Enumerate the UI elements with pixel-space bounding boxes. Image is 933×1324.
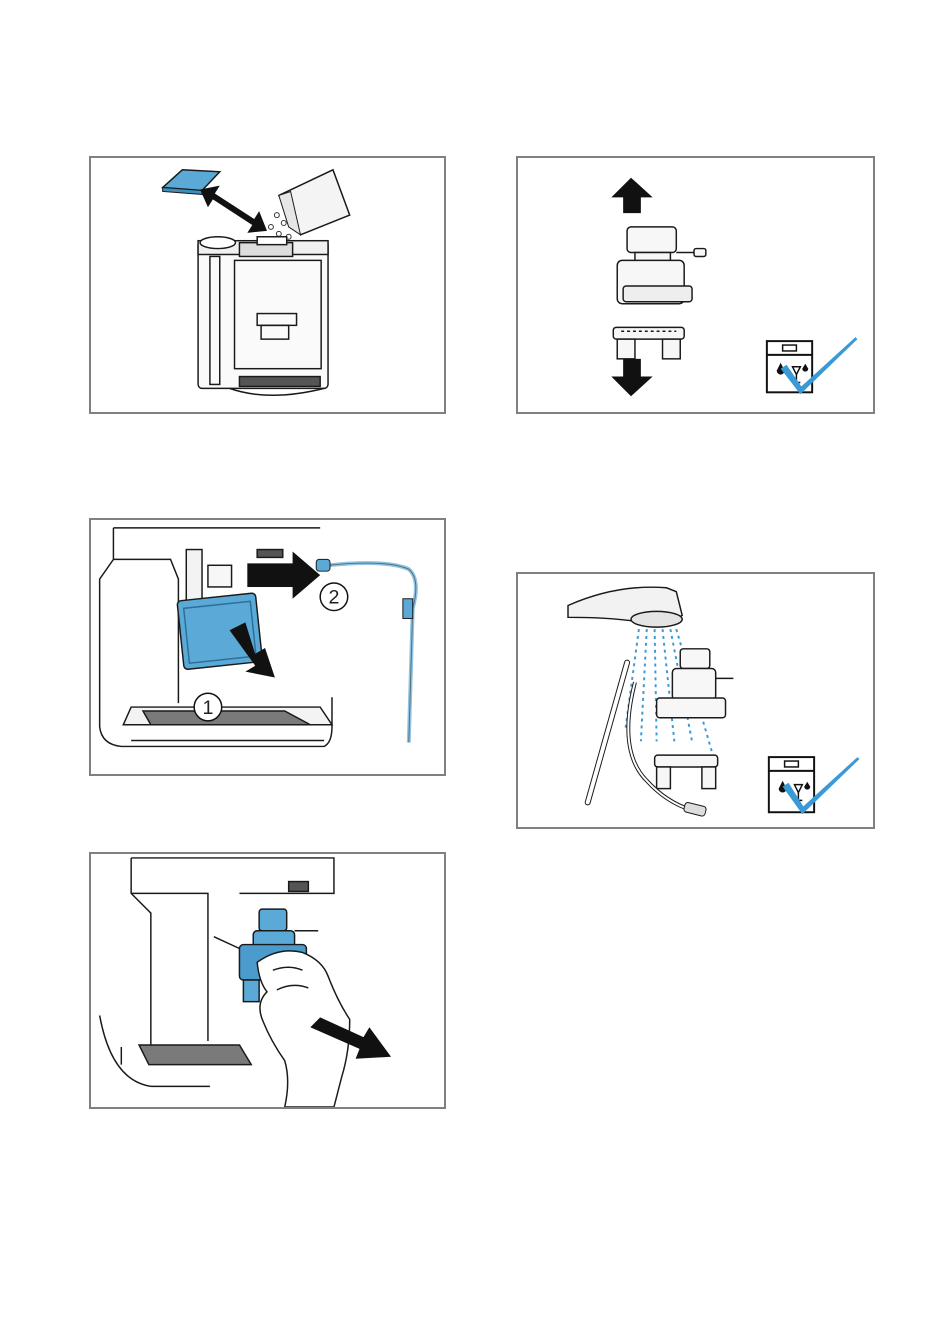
double-arrow-icon (200, 186, 267, 233)
figure-rinse-parts-under-tap (516, 572, 875, 829)
pull-out-illustration (91, 854, 444, 1107)
arrow-down-icon (611, 359, 652, 396)
figure-remove-tray-fill-beans (89, 156, 446, 414)
rinse-illustration (518, 574, 873, 827)
step-2-label: 2 (328, 587, 339, 609)
coffee-machine-illustration (91, 158, 444, 412)
bean-bag (268, 170, 349, 239)
step-1-label: 1 (202, 697, 213, 719)
brewing-unit-top (617, 227, 706, 304)
cover-removal-illustration: 1 2 (91, 520, 444, 774)
brewing-unit-illustration (518, 158, 873, 412)
arrow-right-icon (247, 552, 320, 599)
arrow-up-icon (611, 178, 652, 213)
brewing-unit-bottom (613, 327, 684, 359)
brewing-unit-rinsed (655, 649, 734, 789)
figure-pull-out-brewing-unit (89, 852, 446, 1109)
tap-faucet (568, 587, 682, 627)
figure-brewing-unit-parts-dishwasher-safe (516, 156, 875, 414)
figure-remove-cover-and-hose: 1 2 (89, 518, 446, 776)
coffee-machine (198, 237, 328, 396)
